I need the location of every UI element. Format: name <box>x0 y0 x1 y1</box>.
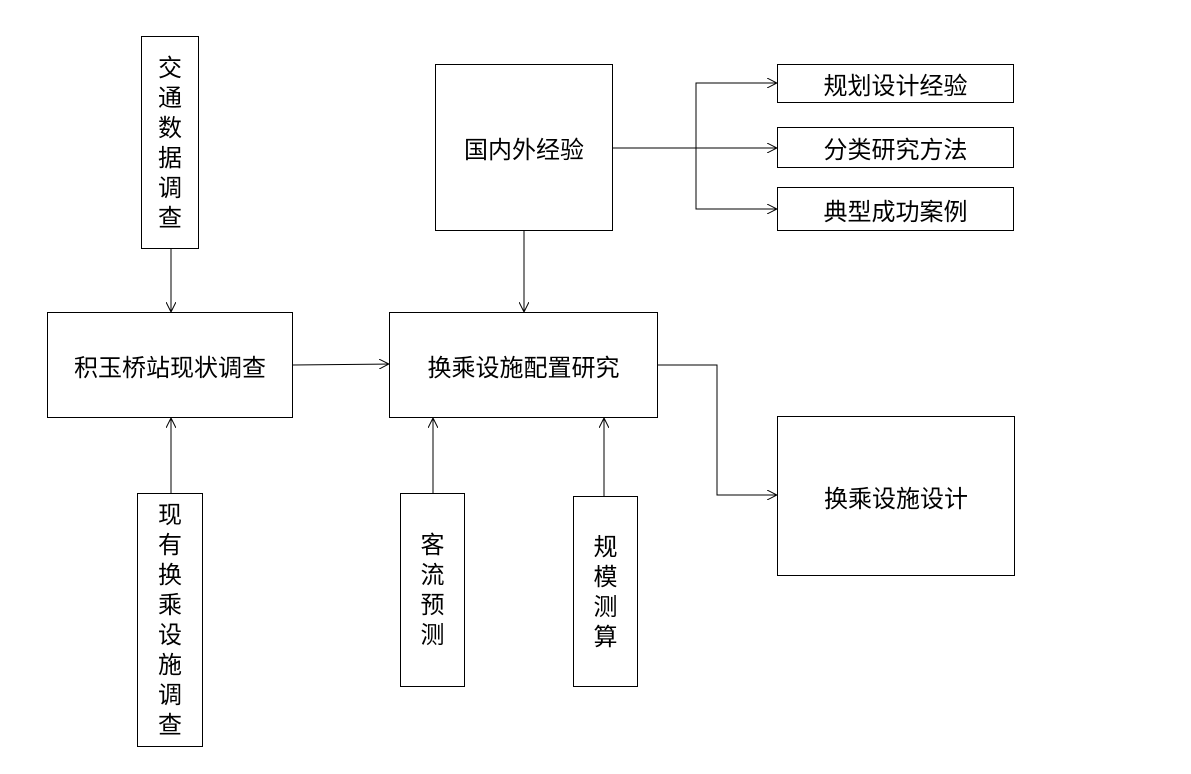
classification-method-label: 分类研究方法 <box>823 136 968 164</box>
planning-design-experience-label: 规划设计经验 <box>823 72 968 100</box>
facility-design-box: 换乘设施设计 <box>777 416 1015 576</box>
typical-cases-label: 典型成功案例 <box>823 197 968 226</box>
existing-facility-survey-label: 现有换乘设施调查 <box>157 501 182 739</box>
scale-estimation-label: 规模测算 <box>593 532 618 651</box>
passenger-forecast-box: 客流预测 <box>400 493 465 687</box>
typical-cases-box: 典型成功案例 <box>777 187 1014 231</box>
arrow-station-to-research <box>292 364 389 365</box>
station-status-survey-label: 积玉桥站现状调查 <box>74 353 266 382</box>
scale-estimation-box: 规模测算 <box>573 496 638 687</box>
planning-design-experience-box: 规划设计经验 <box>777 64 1014 103</box>
domestic-foreign-experience-label: 国内外经验 <box>464 136 584 164</box>
passenger-forecast-label: 客流预测 <box>420 531 445 649</box>
facility-config-research-box: 换乘设施配置研究 <box>389 312 658 418</box>
classification-method-box: 分类研究方法 <box>777 127 1014 168</box>
arrow-experience-to-planning <box>695 83 777 148</box>
arrow-experience-to-cases <box>695 148 777 209</box>
facility-config-research-label: 换乘设施配置研究 <box>427 353 620 382</box>
existing-facility-survey-box: 现有换乘设施调查 <box>137 493 203 747</box>
station-status-survey-box: 积玉桥站现状调查 <box>47 312 293 418</box>
arrow-research-to-design <box>658 364 777 495</box>
traffic-data-survey-label: 交通数据调查 <box>157 53 182 232</box>
traffic-data-survey-box: 交通数据调查 <box>141 36 199 249</box>
domestic-foreign-experience-box: 国内外经验 <box>435 64 613 231</box>
facility-design-label: 换乘设施设计 <box>824 484 968 513</box>
